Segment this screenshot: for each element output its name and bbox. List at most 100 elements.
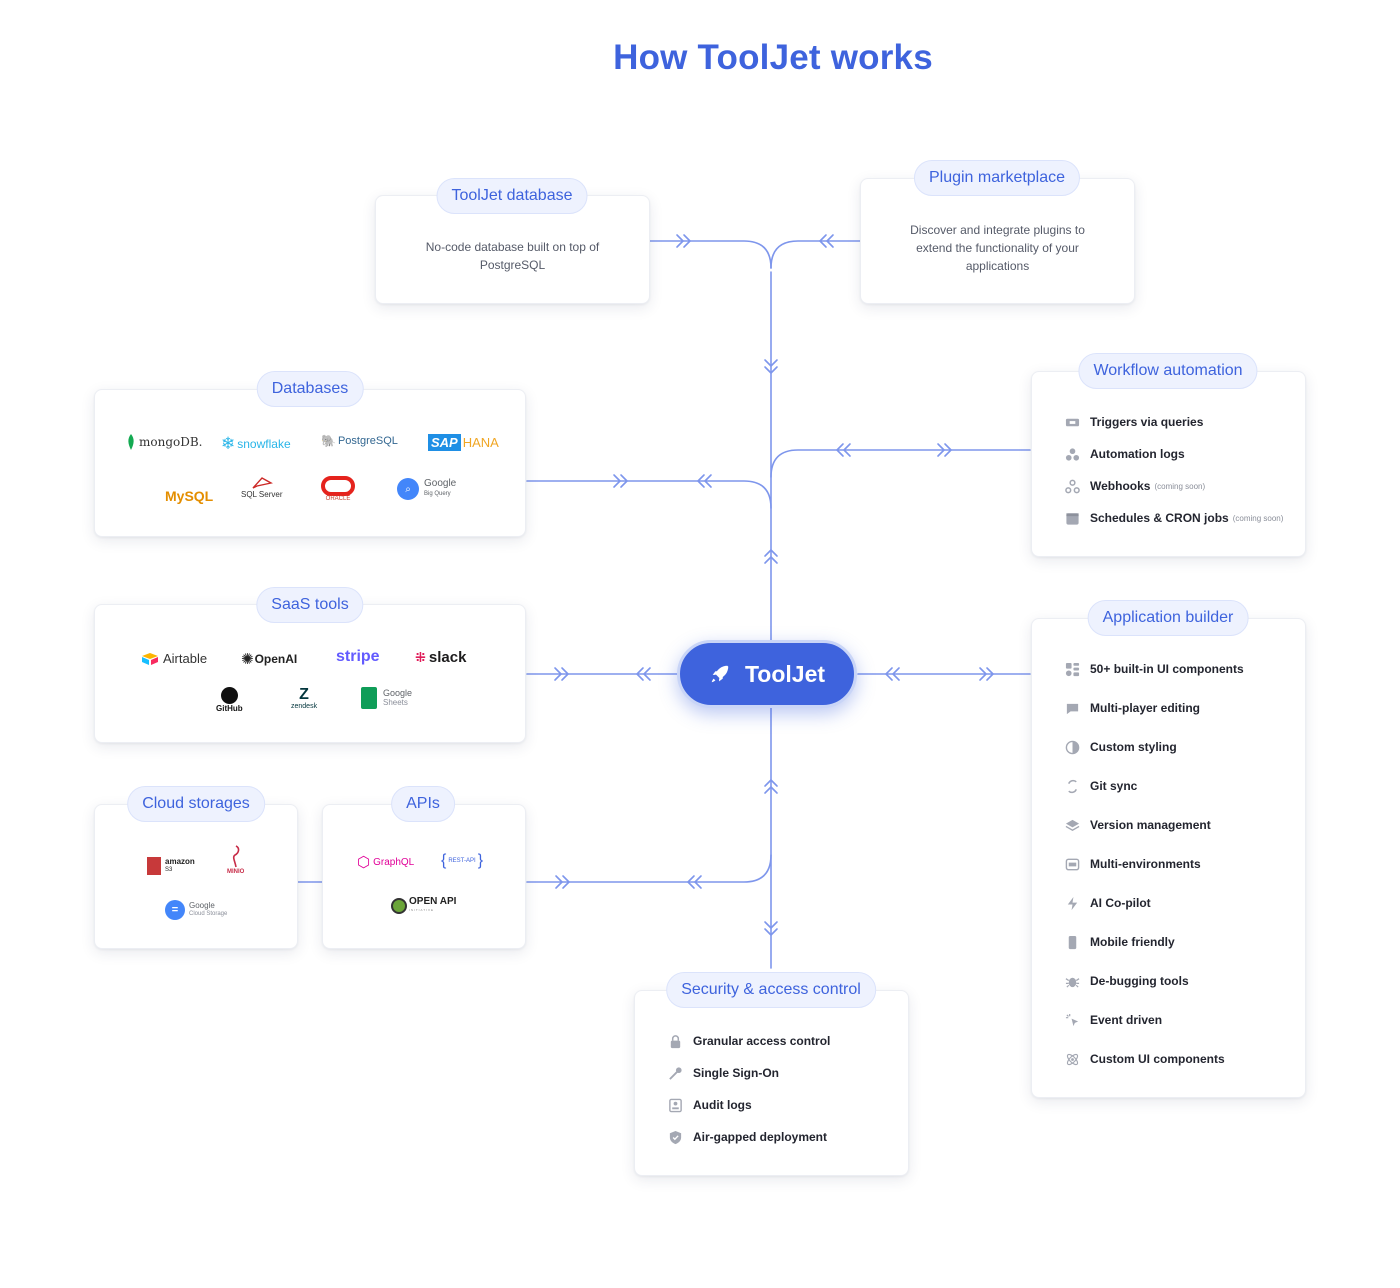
slack-logo: ⁜ slack [415, 649, 467, 666]
chevron-left-icon [636, 667, 651, 681]
workflow-item: Automation logs [1064, 446, 1185, 462]
security-card: Granular access control Single Sign-On A… [634, 990, 909, 1176]
environments-icon [1064, 856, 1080, 872]
github-icon [220, 687, 238, 704]
databases-label: Databases [256, 371, 364, 407]
openapi-icon [391, 898, 407, 914]
app-builder-item: Version management [1064, 817, 1211, 833]
google-sheets-logo: Google Sheets [361, 687, 412, 709]
workflow-item: Triggers via queries [1064, 414, 1203, 430]
snowflake-icon: ❄ [221, 434, 236, 453]
chevron-down-icon [764, 359, 778, 374]
chevron-left-icon [687, 875, 702, 889]
chevron-up-icon [764, 779, 778, 794]
app-builder-item: De-bugging tools [1064, 973, 1189, 989]
audit-icon [667, 1097, 683, 1113]
slack-icon: ⁜ [415, 649, 426, 665]
security-item: Audit logs [667, 1097, 752, 1113]
oracle-logo: ORACLE [321, 476, 355, 502]
security-item: Granular access control [667, 1033, 830, 1049]
sheets-icon [361, 687, 377, 709]
saas-tools-label: SaaS tools [256, 587, 364, 623]
chevron-left-icon [697, 474, 712, 488]
s3-bucket-icon [147, 857, 161, 875]
openapi-logo: OPEN API INITIATIVE [391, 897, 456, 914]
app-builder-item: Multi-environments [1064, 856, 1201, 872]
bigquery-logo: ⌕ Google Big Query [397, 478, 456, 500]
security-item: Air-gapped deployment [667, 1129, 827, 1145]
sql-server-icon [252, 477, 273, 489]
google-cloud-storage-logo: = Google Cloud Storage [165, 900, 227, 920]
chevron-up-icon [764, 549, 778, 564]
zendesk-icon: Z [299, 686, 309, 703]
plugin-description-line: Discover and integrate plugins to [910, 223, 1085, 237]
layers-icon [1064, 817, 1080, 833]
sql-server-logo: SQL Server [241, 476, 283, 499]
airtable-logo: Airtable [141, 651, 207, 666]
app-builder-item: Multi-player editing [1064, 700, 1200, 716]
rocket-icon [709, 663, 731, 685]
chevron-left-icon [836, 443, 851, 457]
chevron-right-icon [676, 234, 691, 248]
leaf-icon [128, 434, 134, 450]
app-builder-item: Custom styling [1064, 739, 1177, 755]
openai-logo: ✺ OpenAI [241, 651, 298, 668]
trigger-icon [1064, 414, 1080, 430]
webhook-icon [1064, 478, 1080, 494]
oracle-ring-icon [321, 476, 355, 496]
rest-api-logo: { REST-API } [441, 852, 484, 869]
amazon-s3-logo: amazon S3 [147, 857, 195, 875]
snowflake-logo: ❄ snowflake [221, 434, 291, 453]
cloud-storages-card: amazon S3 MINIO = Google Cloud Storage [94, 804, 298, 949]
line-workflow [770, 449, 1031, 478]
airtable-icon [142, 652, 158, 665]
cloud-storage-icon: = [165, 900, 185, 920]
atom-icon [1064, 1051, 1080, 1067]
zendesk-logo: Z zendesk [291, 686, 318, 711]
chevron-left-icon [819, 234, 834, 248]
graphql-icon: ⬡ [357, 854, 371, 871]
chevron-right-icon [979, 667, 994, 681]
mysql-logo: MySQL [165, 488, 214, 504]
sap-hana-logo: SAP HANA [428, 434, 499, 451]
chevron-left-icon [885, 667, 900, 681]
coming-soon-note: (coming soon) [1232, 513, 1284, 523]
chevron-right-icon [554, 667, 569, 681]
tooljet-center-node[interactable]: ToolJet [677, 640, 857, 708]
github-logo: GitHub [216, 687, 243, 713]
bigquery-icon: ⌕ [397, 478, 419, 500]
application-builder-card: 50+ built-in UI components Multi-player … [1031, 618, 1306, 1098]
plugin-marketplace-card: Discover and integrate plugins to extend… [860, 178, 1135, 304]
databases-card: mongoDB. ❄ snowflake 🐘 PostgreSQL SAP HA… [94, 389, 526, 537]
mongodb-logo: mongoDB. [127, 434, 203, 450]
apis-label: APIs [391, 786, 455, 822]
cloud-storages-label: Cloud storages [127, 786, 265, 822]
chevron-right-icon [555, 875, 570, 889]
security-item: Single Sign-On [667, 1065, 779, 1081]
minio-logo: MINIO [227, 845, 244, 875]
application-builder-label: Application builder [1087, 600, 1249, 636]
security-label: Security & access control [666, 972, 876, 1008]
tooljet-database-description-line: No-code database built on top of [425, 240, 600, 254]
line-apis [526, 854, 772, 883]
workflow-automation-label: Workflow automation [1078, 353, 1258, 389]
openai-icon: ✺ [241, 651, 254, 668]
chevron-right-icon [613, 474, 628, 488]
app-builder-item: Mobile friendly [1064, 934, 1175, 950]
app-builder-item: Custom UI components [1064, 1051, 1225, 1067]
page-title: How ToolJet works [613, 38, 933, 77]
mobile-icon [1064, 934, 1080, 950]
workflow-automation-card: Triggers via queries Automation logs Web… [1031, 371, 1306, 557]
plugin-marketplace-label: Plugin marketplace [913, 160, 1081, 196]
apis-card: ⬡ GraphQL { REST-API } OPEN API INITIATI… [322, 804, 526, 949]
flamingo-icon [232, 845, 239, 868]
app-builder-item: AI Co-pilot [1064, 895, 1151, 911]
shield-icon [667, 1129, 683, 1145]
postgresql-logo: 🐘 PostgreSQL [321, 434, 398, 448]
app-builder-item: Git sync [1064, 778, 1137, 794]
line-databases [526, 480, 772, 509]
workflow-item: Webhooks (coming soon) [1064, 478, 1205, 494]
chevron-down-icon [764, 921, 778, 936]
chevron-right-icon [937, 443, 952, 457]
